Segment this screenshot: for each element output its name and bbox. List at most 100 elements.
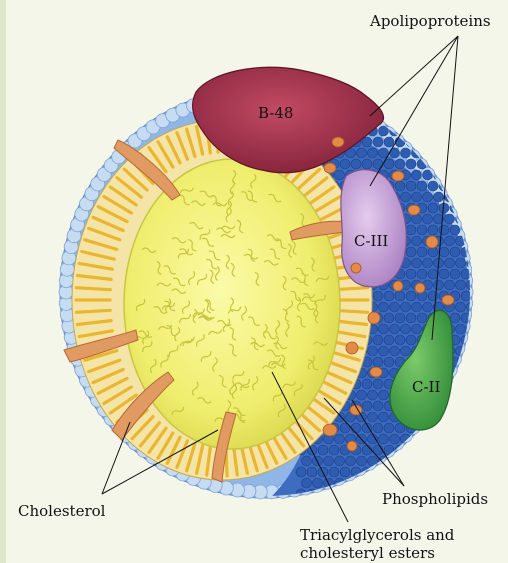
phospholipid-head <box>456 148 466 158</box>
phospholipid-head <box>456 126 466 136</box>
phospholipid-head <box>445 456 455 466</box>
surface-protein-bit <box>346 342 358 354</box>
phospholipid-head <box>412 236 422 246</box>
phospholipid-head <box>461 379 471 389</box>
phospholipid-head <box>368 148 378 158</box>
phospholipid-head <box>467 456 477 466</box>
phospholipid-head <box>379 302 389 312</box>
phospholipid-head <box>417 445 427 455</box>
phospholipid-head <box>340 467 350 477</box>
phospholipid-head <box>450 401 460 411</box>
phospholipid-head <box>417 313 427 323</box>
phospholipid-head <box>478 324 488 334</box>
phospholipid-head <box>467 170 477 180</box>
phospholipid-head <box>445 280 455 290</box>
phospholipid-head <box>390 302 400 312</box>
label-c2: C-II <box>412 378 440 396</box>
phospholipid-head <box>362 401 372 411</box>
phospholipid-head <box>335 170 345 180</box>
phospholipid-head <box>461 159 471 169</box>
phospholipid-head <box>384 467 394 477</box>
phospholipid-head <box>472 291 482 301</box>
phospholipid-head <box>373 401 383 411</box>
phospholipid-head <box>423 456 433 466</box>
phospholipid-head <box>379 346 389 356</box>
phospholipid-head <box>340 159 350 169</box>
phospholipid-head <box>472 401 482 411</box>
phospholipid-head <box>384 115 394 125</box>
phospholipid-head <box>373 159 383 169</box>
phospholipid-head <box>379 390 389 400</box>
phospholipid-head <box>467 236 477 246</box>
phospholipid-head <box>467 148 477 158</box>
phospholipid-head <box>395 313 405 323</box>
phospholipid-head <box>368 346 378 356</box>
phospholipid-head <box>450 445 460 455</box>
phospholipid-head <box>456 324 466 334</box>
phospholipid-head <box>373 423 383 433</box>
phospholipid-head <box>395 291 405 301</box>
phospholipid-head <box>428 137 438 147</box>
phospholipid-head <box>467 346 477 356</box>
phospholipid-head <box>450 181 460 191</box>
phospholipid-head <box>379 434 389 444</box>
phospholipid-head <box>478 478 488 488</box>
phospholipid-head <box>461 423 471 433</box>
phospholipid-head <box>368 412 378 422</box>
phospholipid-head <box>478 280 488 290</box>
phospholipid-head <box>472 335 482 345</box>
phospholipid-head <box>434 478 444 488</box>
phospholipid-head <box>439 137 449 147</box>
phospholipid-head <box>417 247 427 257</box>
phospholipid-head <box>467 434 477 444</box>
label-triacylglycerols-line2: cholesteryl esters <box>300 544 435 562</box>
phospholipid-head <box>302 478 312 488</box>
phospholipid-head <box>412 170 422 180</box>
label-phospholipids: Phospholipids <box>382 490 488 508</box>
phospholipid-head <box>423 192 433 202</box>
phospholipid-head <box>428 445 438 455</box>
phospholipid-head <box>351 159 361 169</box>
phospholipid-head <box>401 324 411 334</box>
phospholipid-head <box>406 159 416 169</box>
phospholipid-head <box>467 126 477 136</box>
phospholipid-head <box>472 225 482 235</box>
phospholipid-head <box>324 456 334 466</box>
phospholipid-head <box>478 214 488 224</box>
phospholipid-head <box>412 258 422 268</box>
phospholipid-head <box>406 313 416 323</box>
phospholipid-head <box>478 456 488 466</box>
surface-protein-bit <box>323 424 337 436</box>
phospholipid-head <box>406 247 416 257</box>
label-b48: B-48 <box>258 104 293 122</box>
phospholipid-head <box>428 115 438 125</box>
phospholipid-head <box>401 302 411 312</box>
phospholipid-head <box>467 192 477 202</box>
phospholipid-head <box>456 280 466 290</box>
phospholipid-head <box>423 214 433 224</box>
surface-protein-bit <box>332 137 344 147</box>
phospholipid-head <box>373 335 383 345</box>
phospholipid-head <box>390 434 400 444</box>
phospholipid-head <box>412 192 422 202</box>
phospholipid-head <box>461 357 471 367</box>
surface-protein-bit <box>368 312 380 324</box>
phospholipid-head <box>467 412 477 422</box>
phospholipid-head <box>478 434 488 444</box>
phospholipid-head <box>395 115 405 125</box>
phospholipid-head <box>450 467 460 477</box>
phospholipid-head <box>450 225 460 235</box>
phospholipid-head <box>472 269 482 279</box>
phospholipid-head <box>346 456 356 466</box>
phospholipid-head <box>461 181 471 191</box>
phospholipid-head <box>384 357 394 367</box>
phospholipid-head <box>472 379 482 389</box>
phospholipid-head <box>445 148 455 158</box>
phospholipid-head <box>445 214 455 224</box>
surface-protein-bit <box>392 171 404 181</box>
phospholipid-head <box>401 192 411 202</box>
surface-protein-bit <box>324 163 336 173</box>
phospholipid-head <box>406 225 416 235</box>
phospholipid-head <box>384 313 394 323</box>
phospholipid-head <box>439 467 449 477</box>
